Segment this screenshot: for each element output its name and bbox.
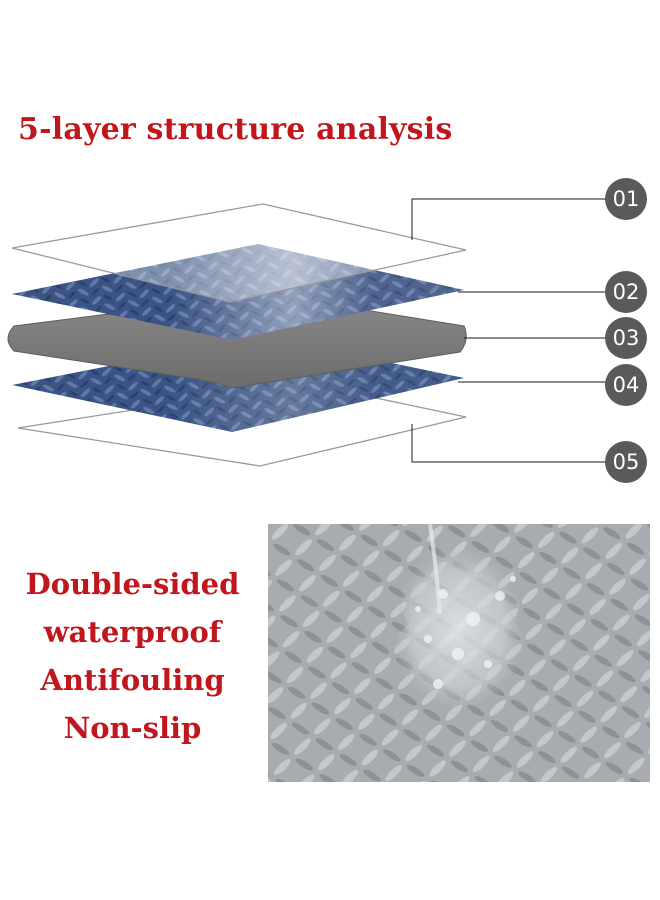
diagram-title: 5-layer structure analysis (18, 112, 453, 147)
feature-antifouling: Antifouling (40, 663, 225, 697)
feature-non-slip: Non-slip (63, 711, 202, 745)
feature-waterproof: waterproof (43, 615, 222, 649)
callout-03: 03 (605, 317, 647, 359)
leader-lines (411, 198, 606, 463)
layer-02-textured (12, 244, 464, 340)
callout-05: 05 (605, 441, 647, 483)
layer-diagram: 01 02 03 04 05 (7, 178, 647, 483)
mat-texture-image (268, 524, 650, 782)
callout-05-label: 05 (613, 450, 640, 474)
leader-line-05 (411, 424, 606, 463)
callout-01-label: 01 (613, 187, 640, 211)
layer-01-film (11, 203, 467, 303)
callout-02-label: 02 (613, 280, 640, 304)
waterproof-mat-photo (268, 524, 650, 782)
leader-line-01 (411, 198, 606, 240)
callout-04-label: 04 (613, 373, 640, 397)
callout-03-label: 03 (613, 326, 640, 350)
feature-double-sided: Double-sided (25, 567, 240, 601)
callout-01: 01 (605, 178, 647, 220)
callout-02: 02 (605, 271, 647, 313)
callout-04: 04 (605, 364, 647, 406)
layer-03-core (7, 293, 467, 389)
feature-list: Double-sided waterproof Antifouling Non-… (10, 560, 255, 752)
